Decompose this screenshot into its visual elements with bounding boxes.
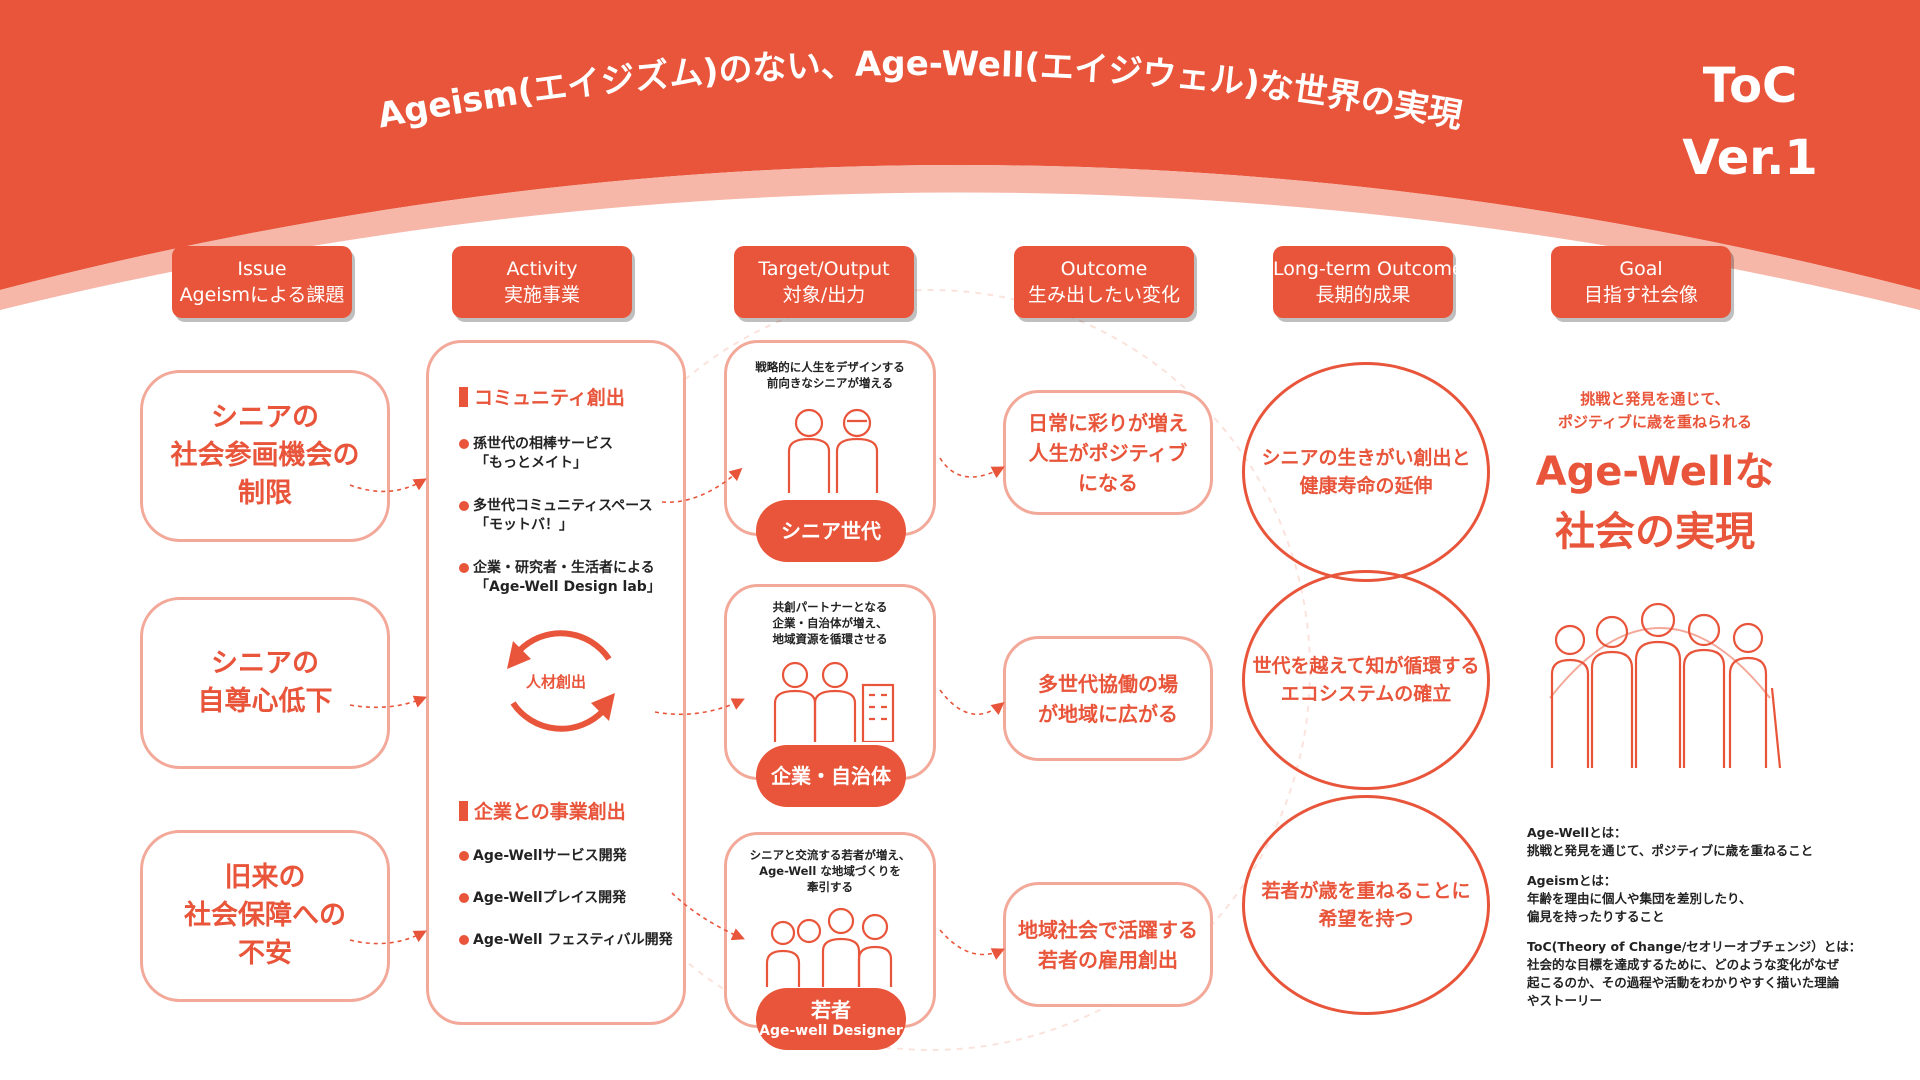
goal-subtitle: 挑戦と発見を通じて、ポジティブに歳を重ねられる: [1557, 390, 1753, 431]
young-people-icon: [765, 907, 893, 987]
family-group-icon: [1549, 602, 1782, 768]
section-heading-community: コミュニティ創出: [459, 383, 625, 410]
senior-couple-icon: [787, 408, 879, 493]
business-people-icon: [773, 661, 895, 742]
note-agewell: Age-Wellとは：挑戦と発見を通じて、ポジティブに歳を重ねること: [1527, 825, 1814, 858]
main-title: Ageism(エイジズム)のない、Age-Well(エイジウェル)な世界の実現: [374, 44, 1465, 136]
cycle-arrows-icon: [507, 630, 615, 732]
long-term-outcome-circle: 世代を越えて知が循環するエコシステムの確立: [1242, 570, 1490, 790]
activity-item: Age-Wellプレイス開発: [459, 889, 626, 908]
activity-item: 多世代コミュニティスペース「モットバ！」: [459, 497, 652, 535]
goal-title: Age-Wellな社会の実現: [1535, 449, 1775, 555]
activity-item: Age-Well フェスティバル開発: [459, 931, 673, 950]
cycle-label: 人材創出: [525, 673, 586, 691]
long-term-outcome-circle: 若者が歳を重ねることに希望を持つ: [1242, 795, 1490, 1015]
activity-item: 企業・研究者・生活者による「Age-Well Design lab」: [459, 559, 661, 597]
outcome-box: 日常に彩りが増え人生がポジティブになる: [1003, 390, 1213, 515]
definitions-notes: Age-Wellとは：挑戦と発見を通じて、ポジティブに歳を重ねること Ageis…: [1527, 824, 1907, 1022]
issue-box: シニアの自尊心低下: [140, 597, 390, 769]
activity-panel: コミュニティ創出 孫世代の相棒サービス「もっとメイト」 多世代コミュニティスペー…: [426, 340, 686, 1025]
outcome-box: 多世代協働の場が地域に広がる: [1003, 636, 1213, 761]
section-heading-business: 企業との事業創出: [459, 797, 626, 824]
note-toc: ToC(Theory of Change/セオリーオブチェンジ）とは：社会的な目…: [1527, 939, 1862, 1008]
outcome-box: 地域社会で活躍する若者の雇用創出: [1003, 882, 1213, 1007]
issue-box: 旧来の社会保障への不安: [140, 830, 390, 1002]
target-label-company: 企業・自治体: [756, 745, 906, 807]
note-ageism: Ageismとは：年齢を理由に個人や集団を差別したり、偏見を持ったりすること: [1527, 873, 1752, 924]
issue-box: シニアの社会参画機会の制限: [140, 370, 390, 542]
target-label-senior: シニア世代: [756, 500, 906, 562]
toc-version: ToC Ver.1: [1682, 58, 1818, 186]
activity-item: 孫世代の相棒サービス「もっとメイト」: [459, 435, 613, 473]
activity-item: Age-Wellサービス開発: [459, 847, 627, 866]
long-term-outcome-circle: シニアの生きがい創出と健康寿命の延伸: [1242, 362, 1490, 582]
